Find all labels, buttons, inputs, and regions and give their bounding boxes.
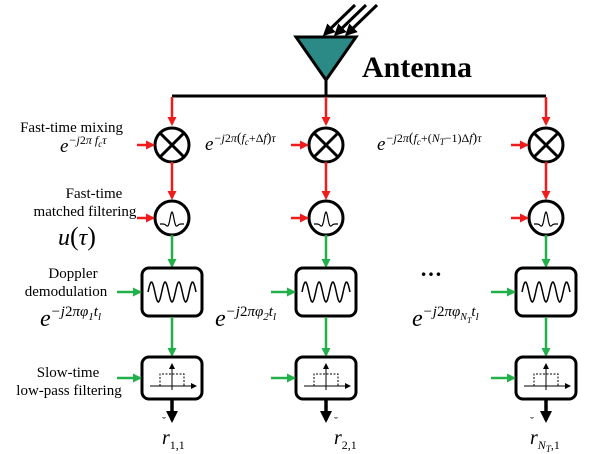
- formula-mix-3: e−j2π(fc+(NT−1)Δf)τ: [377, 131, 482, 155]
- label-low-pass-filtering: low-pass filtering: [16, 383, 122, 399]
- formula-matched-filter: u(τ): [58, 222, 96, 251]
- lowpass-filter-icon: [294, 355, 358, 401]
- formula-mix-2: e−j2π(fc+Δf)τ: [205, 131, 276, 155]
- mixer-icon: [527, 126, 565, 164]
- output-r-1-1: r1,1: [162, 427, 185, 452]
- output-r-2-1: r2,1: [334, 427, 357, 452]
- formula-doppler-1: e−j2πφ1tl: [40, 304, 101, 332]
- mixer-icon: [307, 126, 345, 164]
- label-fast-time: Fast-time: [66, 186, 123, 202]
- label-fast-time-mixing: Fast-time mixing: [20, 120, 123, 136]
- antenna-icon: [293, 35, 359, 83]
- label-matched-filtering: matched filtering: [34, 204, 137, 220]
- matched-filter-icon: [527, 199, 565, 237]
- breve-3: ˘: [530, 414, 534, 428]
- matched-filter-icon: [307, 199, 345, 237]
- formula-mix-1: e−j2π fcτ: [60, 133, 107, 157]
- branch-2: [271, 97, 358, 423]
- antenna-label: Antenna: [362, 51, 472, 84]
- label-slow-time: Slow-time: [37, 365, 100, 381]
- distribution-bus: [172, 80, 546, 98]
- doppler-demodulator-icon: [514, 266, 578, 318]
- breve-2: ˘: [334, 414, 338, 428]
- lowpass-filter-icon: [514, 355, 578, 401]
- output-r-nt-1: rNT,1: [530, 427, 560, 454]
- lowpass-filter-icon: [140, 355, 204, 401]
- branch-3: [491, 97, 578, 423]
- matched-filter-icon: [153, 199, 191, 237]
- branch-1: [117, 97, 204, 423]
- doppler-demodulator-icon: [140, 266, 204, 318]
- formula-doppler-3: e−j2πφNTtl: [412, 304, 479, 332]
- doppler-demodulator-icon: [294, 266, 358, 318]
- breve-1: ˘: [162, 414, 166, 428]
- branch-ellipsis: …: [420, 256, 442, 281]
- mixer-icon: [153, 126, 191, 164]
- incoming-wave-arrows: [322, 3, 379, 37]
- label-demodulation: demodulation: [25, 284, 108, 300]
- label-doppler: Doppler: [48, 266, 97, 282]
- formula-doppler-2: e−j2πφ2tl: [215, 304, 276, 332]
